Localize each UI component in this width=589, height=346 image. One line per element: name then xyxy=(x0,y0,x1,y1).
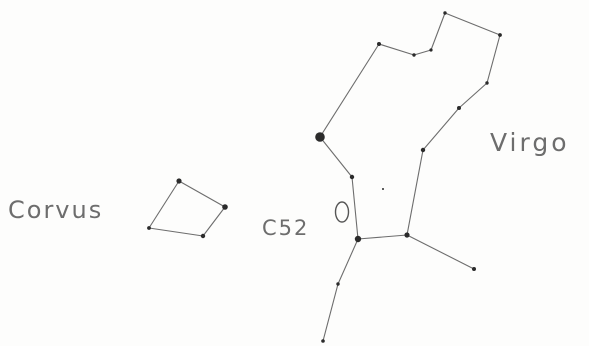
virgo-line xyxy=(423,108,459,150)
corvus-line xyxy=(179,181,225,207)
virgo-star xyxy=(355,236,361,242)
virgo-star xyxy=(485,81,488,84)
virgo-star xyxy=(472,267,476,271)
virgo-star xyxy=(377,42,381,46)
virgo-star xyxy=(429,48,432,51)
virgo-line xyxy=(323,284,338,341)
virgo-star xyxy=(350,175,354,179)
c52-label: C52 xyxy=(262,216,309,240)
virgo-line xyxy=(320,137,352,177)
corvus-star xyxy=(222,204,228,210)
virgo-line xyxy=(320,44,379,137)
virgo-star xyxy=(315,132,325,142)
corvus-line xyxy=(149,181,179,228)
virgo-line xyxy=(407,150,423,235)
virgo-star xyxy=(443,11,446,14)
c52-object-marker xyxy=(336,202,349,222)
virgo-line xyxy=(487,35,500,83)
virgo-star xyxy=(421,148,425,152)
virgo-line xyxy=(459,83,487,108)
virgo-line xyxy=(414,50,431,55)
virgo-line xyxy=(379,44,414,55)
virgo-line xyxy=(445,13,500,35)
virgo-star xyxy=(457,106,461,110)
virgo-line xyxy=(352,177,358,239)
virgo-star xyxy=(498,33,502,37)
virgo-star xyxy=(336,282,339,285)
virgo-line xyxy=(358,235,407,239)
virgo-line xyxy=(431,13,445,50)
virgo-star xyxy=(412,53,415,56)
corvus-line xyxy=(149,228,203,236)
corvus-line xyxy=(203,207,225,236)
corvus-star xyxy=(201,234,205,238)
virgo-line xyxy=(407,235,474,269)
corvus-star xyxy=(176,178,181,183)
faint-star xyxy=(382,188,384,190)
virgo-star xyxy=(404,232,409,237)
virgo-star xyxy=(321,339,325,343)
virgo-label: Virgo xyxy=(490,128,570,157)
virgo-line xyxy=(338,239,358,284)
corvus-star xyxy=(147,226,151,230)
corvus-label: Corvus xyxy=(8,196,103,224)
